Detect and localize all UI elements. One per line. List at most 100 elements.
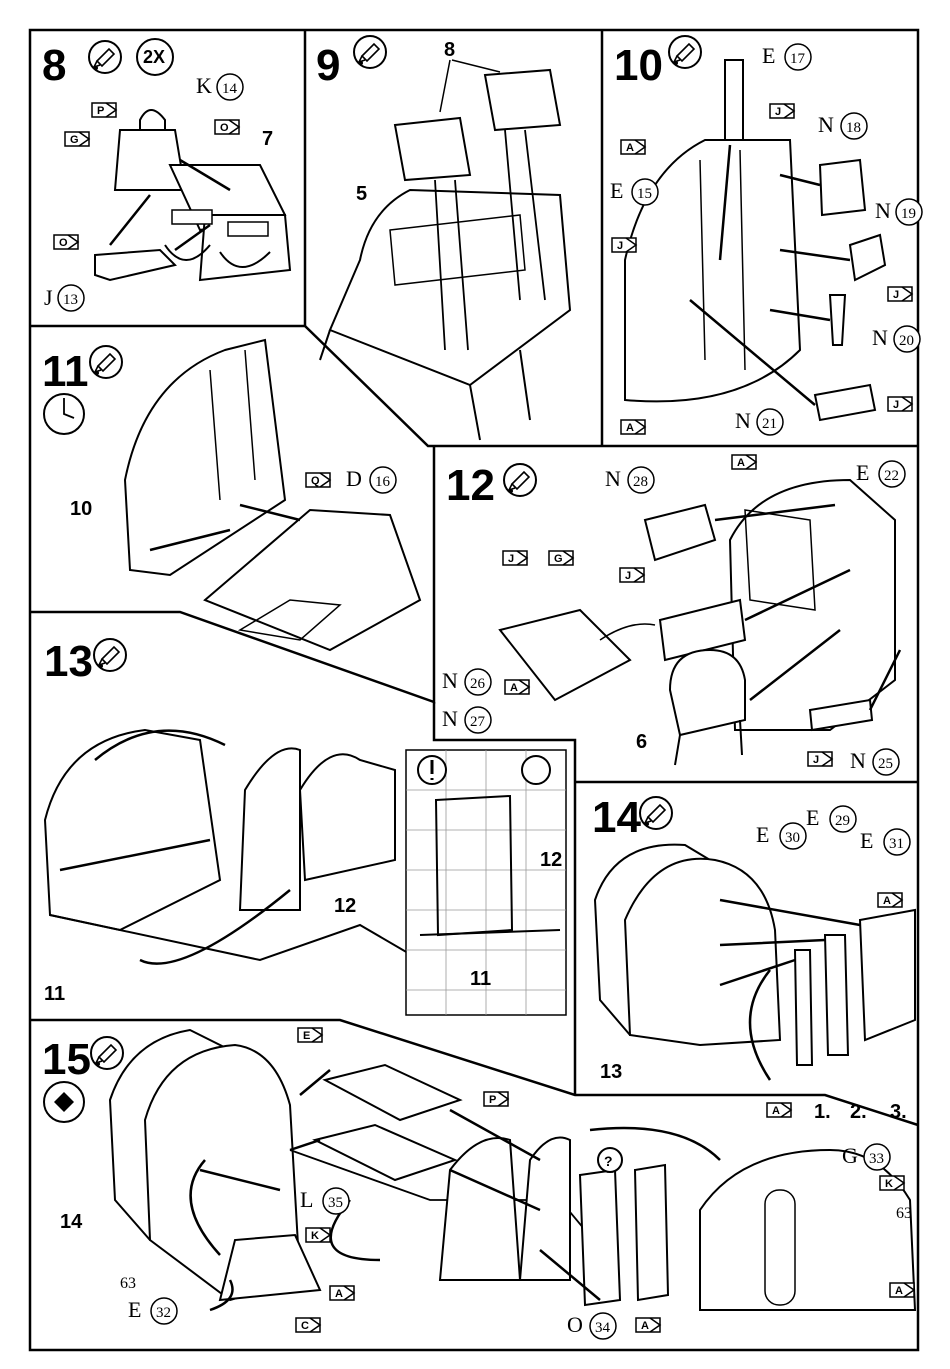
svg-text:K: K — [311, 1230, 319, 1242]
assembly-10 — [125, 340, 285, 575]
step-15: 15 ? L 35 E 32 O 34 G 33 — [42, 1028, 915, 1339]
ref-label: 8 — [444, 39, 455, 61]
ref-label: 13 — [600, 1061, 622, 1083]
svg-text:O: O — [567, 1312, 583, 1337]
seat-8-left — [395, 118, 470, 180]
svg-text:A: A — [626, 142, 634, 154]
bulkhead-e22 — [730, 480, 895, 730]
svg-text:G: G — [554, 553, 563, 565]
svg-text:E: E — [856, 460, 869, 485]
window-l35-top — [325, 1065, 460, 1120]
step-number: 11 — [42, 347, 89, 396]
step-14: 14 E 30 E 29 E 31 13 1. 2. 3. A A — [592, 793, 915, 1123]
glue-icon — [669, 36, 701, 68]
svg-text:E: E — [806, 805, 819, 830]
svg-text:A: A — [626, 422, 634, 434]
ref-label: 11 — [470, 968, 491, 990]
svg-text:63: 63 — [896, 1205, 912, 1222]
step-number: 12 — [446, 461, 495, 510]
svg-text:K: K — [885, 1178, 893, 1190]
svg-text:18: 18 — [846, 120, 861, 136]
part-number: 13 — [63, 292, 78, 308]
svg-text:J: J — [813, 754, 819, 766]
svg-text:N: N — [605, 466, 621, 491]
sprue-tag — [770, 104, 794, 118]
step-number: 15 — [42, 1035, 91, 1084]
part-n28 — [645, 505, 715, 560]
svg-text:N: N — [442, 668, 458, 693]
svg-text:N: N — [818, 112, 834, 137]
svg-text:35: 35 — [328, 1195, 343, 1211]
svg-text:33: 33 — [869, 1151, 884, 1167]
svg-text:O: O — [59, 237, 68, 249]
part-e30 — [795, 950, 812, 1065]
assembly-11 — [45, 730, 220, 930]
part-e29 — [825, 935, 848, 1055]
svg-text:A: A — [335, 1288, 343, 1300]
glue-icon — [91, 1037, 123, 1069]
ref-label: 12 — [334, 895, 356, 917]
sprue-tag — [503, 551, 527, 565]
svg-text:Q: Q — [311, 475, 320, 487]
order-label: 2. — [850, 1101, 867, 1123]
svg-text:A: A — [883, 895, 891, 907]
door-o34-right — [635, 1165, 668, 1300]
step-8: 8 2X 7 K 14 J 13 P G O O — [42, 39, 290, 311]
svg-text:25: 25 — [878, 756, 893, 772]
svg-text:E: E — [303, 1030, 310, 1042]
glue-icon — [89, 41, 121, 73]
svg-text:21: 21 — [762, 416, 777, 432]
seat-8-right — [485, 70, 560, 130]
svg-text:D: D — [346, 466, 362, 491]
ref-label: 5 — [356, 183, 367, 205]
sprue-tag — [620, 568, 644, 582]
ref-label: 10 — [70, 498, 92, 520]
svg-text:E: E — [128, 1297, 141, 1322]
svg-text:32: 32 — [156, 1305, 171, 1321]
order-label: 3. — [890, 1101, 907, 1123]
floor-c — [220, 1235, 320, 1300]
part-sprue: J — [44, 285, 53, 310]
sprue-tag — [888, 397, 912, 411]
svg-text:J: J — [617, 240, 623, 252]
svg-text:15: 15 — [637, 186, 652, 202]
ref-label: 11 — [44, 983, 65, 1005]
sprue-tag — [612, 238, 636, 252]
glue-icon — [504, 464, 536, 496]
svg-text:A: A — [895, 1285, 903, 1297]
svg-text:A: A — [772, 1105, 780, 1117]
bulkhead-e15 — [625, 140, 800, 401]
svg-text:E: E — [860, 828, 873, 853]
ref-label: 7 — [262, 128, 273, 150]
part-n21 — [815, 385, 875, 420]
svg-text:22: 22 — [884, 468, 899, 484]
svg-text:J: J — [893, 289, 899, 301]
glue-icon — [354, 36, 386, 68]
step-number: 14 — [592, 793, 641, 842]
repeat-count: 2X — [143, 47, 165, 67]
step-number: 13 — [44, 637, 93, 686]
svg-text:J: J — [508, 553, 514, 565]
seat-6 — [670, 650, 745, 735]
svg-text:G: G — [842, 1143, 858, 1168]
cockpit-tub — [330, 190, 570, 385]
svg-text:A: A — [510, 682, 518, 694]
assembly-12 — [300, 754, 395, 880]
svg-text:N: N — [442, 706, 458, 731]
svg-text:16: 16 — [375, 474, 391, 490]
base-plate-j13 — [95, 250, 175, 280]
svg-text:30: 30 — [785, 830, 800, 846]
part-number: 14 — [222, 81, 238, 97]
svg-text:31: 31 — [889, 836, 904, 852]
svg-text:E: E — [756, 822, 769, 847]
sprue-tag — [808, 752, 832, 766]
svg-text:28: 28 — [633, 474, 648, 490]
svg-text:N: N — [872, 325, 888, 350]
ref-label: 6 — [636, 731, 647, 753]
part-sprue: K — [196, 73, 212, 98]
svg-text:A: A — [737, 457, 745, 469]
step-11: 11 10 Q D 16 — [42, 340, 420, 650]
part-e31 — [860, 910, 915, 1040]
svg-text:G: G — [70, 134, 79, 146]
glue-icon — [94, 639, 126, 671]
